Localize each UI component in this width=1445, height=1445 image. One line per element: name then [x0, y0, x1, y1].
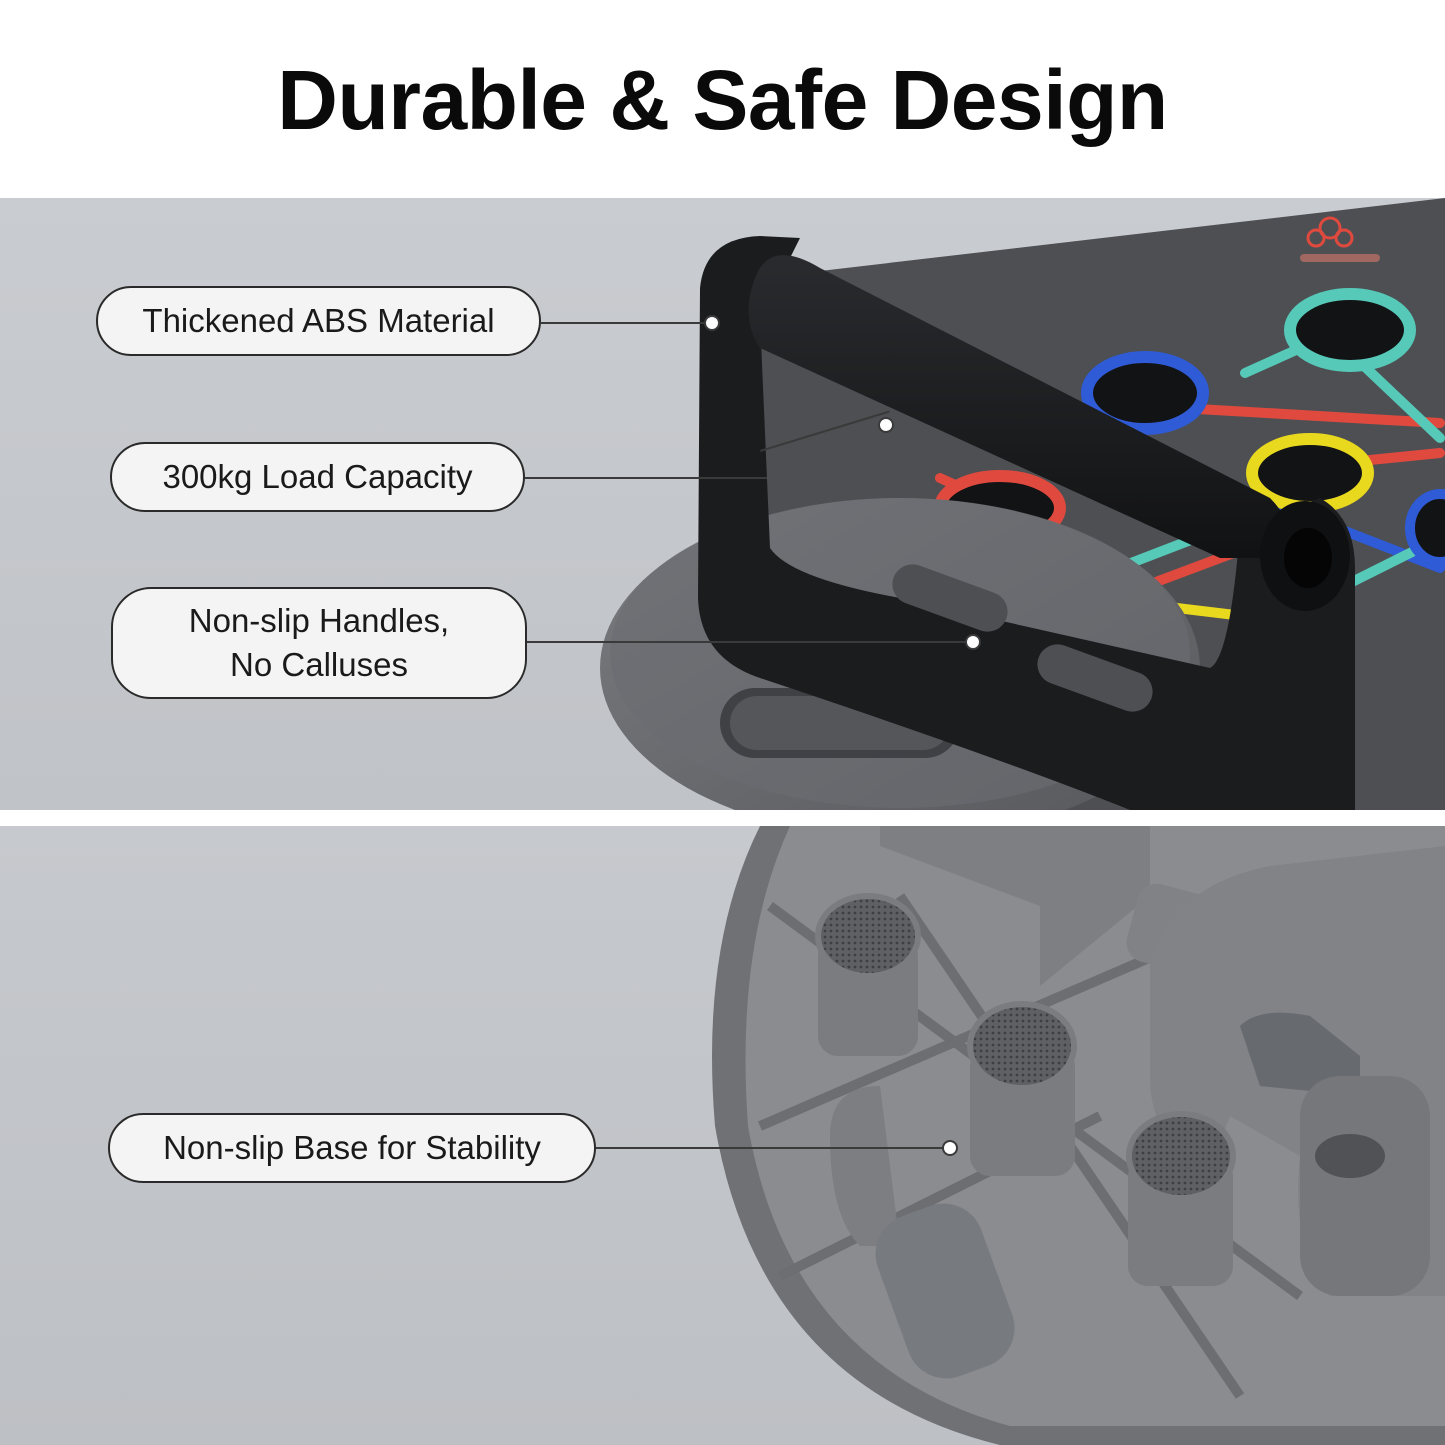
callout-non-slip-handles: Non-slip Handles, No Calluses — [111, 587, 527, 699]
bracket-slot-left — [892, 564, 1008, 632]
marker-dot-non-slip-handles — [965, 634, 981, 650]
handle-bracket — [698, 236, 1355, 810]
callout-thickened-abs: Thickened ABS Material — [96, 286, 541, 356]
folded-handle-parts — [880, 826, 1445, 1296]
base-foot-tab — [875, 1203, 1015, 1379]
panel-divider — [0, 810, 1445, 826]
leader-line-non-slip-base — [596, 1147, 944, 1149]
base-half-ring — [830, 1086, 900, 1246]
marker-dot-thickened-abs — [704, 315, 720, 331]
pushup-handle-illustration — [600, 198, 1445, 810]
callout-non-slip-handles-line2: No Calluses — [230, 646, 408, 683]
callout-non-slip-base: Non-slip Base for Stability — [108, 1113, 596, 1183]
callout-thickened-abs-label: Thickened ABS Material — [142, 302, 495, 339]
callout-load-capacity-label: 300kg Load Capacity — [162, 458, 473, 495]
callout-non-slip-handles-line1: Non-slip Handles, — [188, 602, 450, 639]
leader-line-load-capacity-h — [525, 477, 767, 479]
callout-load-capacity: 300kg Load Capacity — [110, 442, 525, 512]
non-slip-pads — [815, 893, 1236, 1286]
page-title: Durable & Safe Design — [277, 53, 1168, 147]
callout-non-slip-base-label: Non-slip Base for Stability — [163, 1129, 541, 1166]
base-underside-panel: Non-slip Base for Stability — [0, 826, 1445, 1445]
base-underside-illustration — [712, 826, 1445, 1445]
brand-logo-icon — [1300, 216, 1380, 262]
textured-grip-bar — [748, 255, 1288, 558]
bracket-slot-right — [1037, 644, 1153, 712]
handle-closeup-panel: Thickened ABS Material 300kg Load Capaci… — [0, 198, 1445, 810]
leader-line-thickened-abs — [541, 322, 704, 324]
marker-dot-non-slip-base — [942, 1140, 958, 1156]
marker-dot-load-capacity — [878, 417, 894, 433]
leader-line-non-slip-handles — [527, 641, 965, 643]
